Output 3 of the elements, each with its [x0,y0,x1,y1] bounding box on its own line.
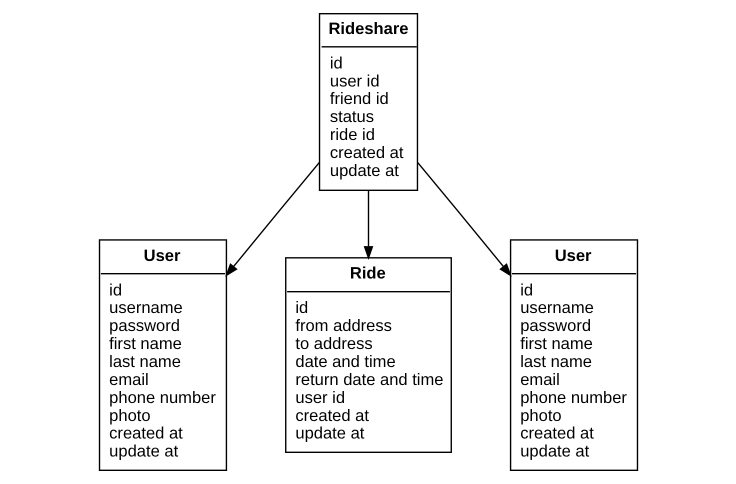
arrow [224,162,320,277]
arrow [416,162,512,277]
arrow [363,190,373,260]
